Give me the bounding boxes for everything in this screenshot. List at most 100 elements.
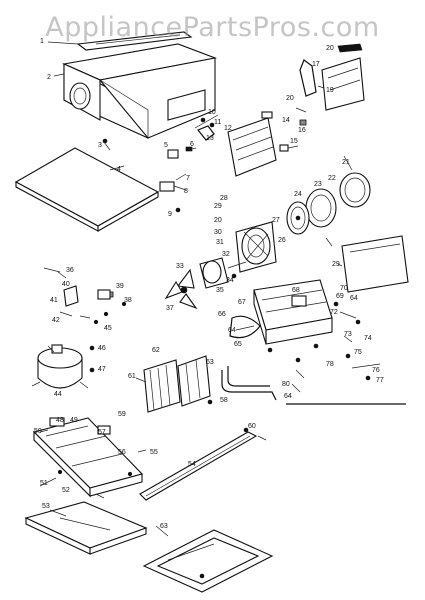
callout-10: 10 <box>208 109 216 116</box>
part-housing-box <box>62 43 218 139</box>
callout-29-right: 29 <box>332 261 340 268</box>
callout-33: 33 <box>176 263 184 270</box>
part-fan-housing <box>235 221 277 273</box>
callout-2: 2 <box>47 74 51 81</box>
callout-77: 77 <box>376 377 384 384</box>
part-grille-bracket <box>295 43 365 113</box>
callout-42: 42 <box>52 317 60 324</box>
callout-41: 41 <box>50 297 58 304</box>
callout-63-tubing: 63 <box>206 359 214 366</box>
callout-58: 58 <box>220 397 228 404</box>
callout-36: 36 <box>66 267 74 274</box>
callout-11: 11 <box>214 119 221 126</box>
callout-56: 56 <box>118 449 126 456</box>
callout-61: 61 <box>128 373 136 380</box>
callout-73: 73 <box>344 331 352 338</box>
callout-13: 13 <box>206 135 214 142</box>
part-fan-blade <box>164 257 247 310</box>
leader-lines <box>39 41 353 537</box>
callout-37: 37 <box>166 305 174 312</box>
callout-53: 53 <box>42 503 50 510</box>
callout-69: 69 <box>336 293 344 300</box>
callout-9: 9 <box>168 211 172 218</box>
callout-30: 30 <box>214 229 222 236</box>
callout-15: 15 <box>290 138 298 145</box>
callout-70: 70 <box>340 285 348 292</box>
part-top-rail <box>76 31 193 51</box>
callout-4: 4 <box>117 166 121 173</box>
callout-78: 78 <box>326 361 334 368</box>
callout-16: 16 <box>298 127 306 134</box>
callout-50: 50 <box>34 428 42 435</box>
callout-40: 40 <box>62 281 70 288</box>
part-mounting-rail <box>139 427 258 501</box>
callout-6: 6 <box>190 141 194 148</box>
callout-68: 68 <box>292 287 300 294</box>
callout-20-mid: 20 <box>286 95 294 102</box>
callout-22: 22 <box>328 175 336 182</box>
part-control-board <box>227 111 307 177</box>
callout-21: 21 <box>342 159 350 166</box>
callout-7: 7 <box>186 175 190 182</box>
callout-62: 62 <box>152 347 160 354</box>
callout-49: 49 <box>70 417 78 424</box>
callout-59: 59 <box>118 411 126 418</box>
callout-67: 67 <box>238 299 246 306</box>
callout-48: 48 <box>56 417 64 424</box>
callout-14: 14 <box>282 117 290 124</box>
callout-72: 72 <box>330 309 338 316</box>
callout-1: 1 <box>40 38 44 45</box>
callout-60: 60 <box>248 423 256 430</box>
part-compressor <box>31 344 95 389</box>
callout-29-top: 29 <box>214 203 222 210</box>
callout-31: 31 <box>216 239 224 246</box>
callout-55: 55 <box>150 449 158 456</box>
part-electrical-box <box>229 279 333 363</box>
callout-64-top: 64 <box>284 393 292 400</box>
callout-20-lower: 20 <box>214 217 222 224</box>
callout-20-top: 20 <box>326 45 334 52</box>
part-base-tray <box>32 417 144 499</box>
callout-76: 76 <box>372 367 380 374</box>
callout-38: 38 <box>124 297 132 304</box>
callout-17: 17 <box>312 61 320 68</box>
callout-80: 80 <box>282 381 290 388</box>
callout-45: 45 <box>104 325 112 332</box>
callout-51: 51 <box>40 480 48 487</box>
callout-34: 34 <box>226 277 234 284</box>
callout-64-mid: 64 <box>350 295 358 302</box>
callout-23: 23 <box>314 181 322 188</box>
part-side-panel <box>341 235 409 293</box>
part-coil-assembly <box>135 355 213 413</box>
callout-32: 32 <box>222 251 230 258</box>
callout-74: 74 <box>364 335 372 342</box>
callout-labels: 1 2 3 4 5 6 7 8 9 10 11 12 13 14 15 16 1… <box>34 38 384 530</box>
callout-66: 66 <box>218 311 226 318</box>
part-tubing <box>221 366 277 401</box>
callout-64-low: 64 <box>228 327 236 334</box>
part-front-panel <box>24 501 148 555</box>
callout-75: 75 <box>354 349 362 356</box>
callout-24: 24 <box>294 191 302 198</box>
callout-57: 57 <box>98 429 106 436</box>
callout-46: 46 <box>98 345 106 352</box>
callout-28: 28 <box>220 195 228 202</box>
callout-47: 47 <box>98 366 106 373</box>
callout-3: 3 <box>98 142 102 149</box>
callout-5: 5 <box>164 142 168 149</box>
callout-39: 39 <box>116 283 124 290</box>
callout-35: 35 <box>216 287 224 294</box>
part-relay-overload <box>43 267 127 325</box>
callout-63-frame: 63 <box>160 523 168 530</box>
part-flat-panel <box>14 147 160 232</box>
callout-12: 12 <box>224 125 232 132</box>
callout-26: 26 <box>278 237 286 244</box>
callout-8: 8 <box>184 188 188 195</box>
callout-27: 27 <box>272 217 280 224</box>
callout-54: 54 <box>188 461 196 468</box>
callout-52: 52 <box>62 487 70 494</box>
part-small-hardware <box>102 114 219 213</box>
part-window-frame <box>142 529 274 593</box>
callout-44: 44 <box>54 391 62 398</box>
